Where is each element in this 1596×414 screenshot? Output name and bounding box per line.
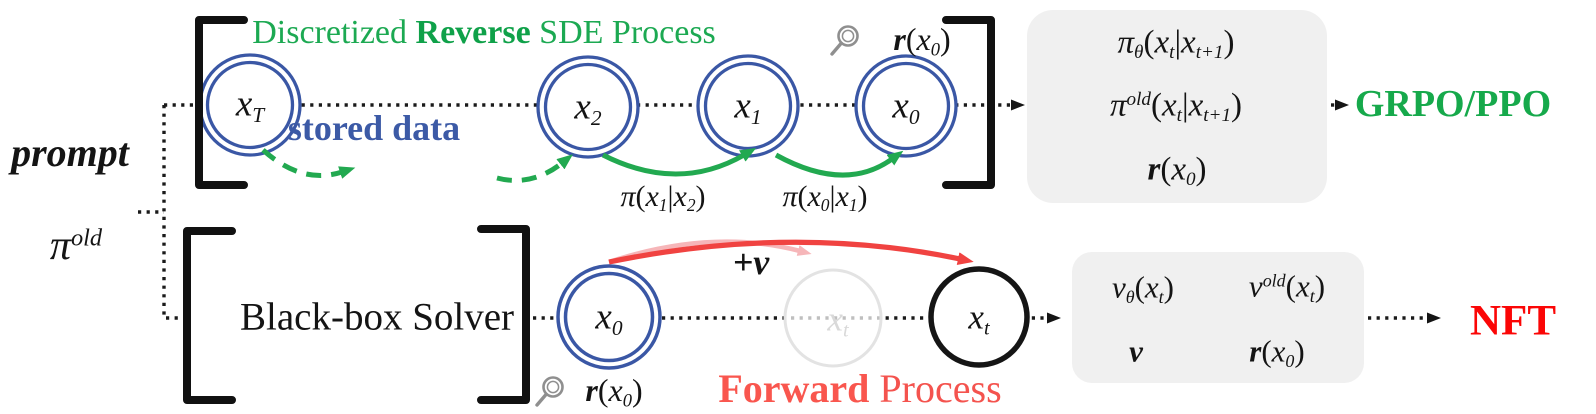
transition-label-pi-x1-x2: π(x1|x2) bbox=[620, 180, 706, 216]
node-xt-ghost-ring bbox=[783, 268, 883, 368]
reverse-step-dashed-arrow-xT bbox=[261, 148, 356, 179]
magnifier-handle bbox=[535, 392, 548, 407]
forward-bold: Forward bbox=[718, 366, 870, 411]
nft-box-reward: r(x0) bbox=[1249, 333, 1305, 371]
node-x1-label: x1 bbox=[734, 85, 762, 129]
node-xT bbox=[198, 53, 302, 157]
title-post: SDE Process bbox=[530, 14, 716, 51]
node-xt-ghost-label: xt bbox=[827, 299, 849, 342]
magnifier-lens bbox=[542, 376, 564, 398]
bracket-bottom-right bbox=[477, 225, 530, 404]
bracket-top-left bbox=[195, 16, 248, 189]
node-x2-outer-ring bbox=[536, 55, 640, 159]
grpo-box-line1: πθ(xt|xt+1) bbox=[1117, 24, 1235, 64]
forward-post: Process bbox=[869, 366, 1002, 411]
forward-noise-arrow bbox=[608, 239, 974, 265]
reverse-process-title: Discretized Reverse SDE Process bbox=[252, 16, 716, 50]
reward-label-top: r(x0) bbox=[893, 21, 951, 61]
nft-box-v: v bbox=[1129, 333, 1143, 369]
node-x0-top-label: x0 bbox=[892, 85, 920, 129]
grpo-inputs-box bbox=[1027, 10, 1327, 203]
reverse-step-dashed-arrow-x2 bbox=[496, 154, 573, 183]
magnifier-lens bbox=[837, 25, 859, 47]
bracket-top-right bbox=[942, 16, 995, 189]
magnifier-handle bbox=[830, 41, 843, 56]
prompt-connector-dotted bbox=[138, 105, 184, 320]
reward-label-bottom: r(x0) bbox=[585, 372, 643, 412]
node-x2 bbox=[536, 55, 640, 159]
node-x0-top bbox=[854, 54, 958, 158]
node-xt-ring bbox=[928, 266, 1030, 368]
node-x0-bottom-inner-ring bbox=[563, 271, 655, 363]
bracket-bottom-left bbox=[183, 227, 236, 404]
nft-box-v-old: vold(xt) bbox=[1248, 268, 1326, 306]
node-x0-top-inner-ring bbox=[861, 61, 951, 151]
node-x2-inner-ring bbox=[543, 62, 633, 152]
node-x0-bottom bbox=[556, 264, 662, 370]
black-box-solver-label: Black-box Solver bbox=[239, 295, 515, 339]
magnifier-icon bbox=[830, 25, 859, 56]
node-x0-bottom-outer-ring bbox=[556, 264, 662, 370]
plus-v-label: +v bbox=[732, 242, 770, 282]
stored-data-label: stored data bbox=[287, 108, 461, 148]
title-bold: Reverse bbox=[415, 14, 531, 51]
grpo-box-line2: πold(xt|xt+1) bbox=[1109, 87, 1243, 127]
grpo-ppo-label: GRPO/PPO bbox=[1354, 83, 1552, 125]
node-x0-bottom-label: x0 bbox=[595, 296, 623, 340]
reverse-transition-arrow-x2-x1 bbox=[601, 148, 757, 177]
grpo-box-line3: r(x0) bbox=[1147, 151, 1207, 191]
magnifier-lens-inner bbox=[841, 29, 855, 43]
node-x2-label: x2 bbox=[574, 86, 602, 130]
pi-old-label: πold bbox=[49, 223, 103, 269]
nft-inputs-box bbox=[1072, 252, 1364, 383]
nft-label: NFT bbox=[1470, 297, 1556, 345]
forward-process-label: Forward Process bbox=[718, 369, 1001, 409]
node-xT-label: xT bbox=[235, 83, 265, 127]
magnifier-icon bbox=[535, 376, 564, 407]
magnifier-lens-inner bbox=[546, 380, 560, 394]
prompt-label: prompt bbox=[11, 130, 129, 175]
node-xT-inner-ring bbox=[205, 60, 295, 150]
reverse-transition-arrow-x1-x0 bbox=[774, 150, 904, 178]
node-xt-label: xt bbox=[968, 297, 990, 340]
node-x0-top-outer-ring bbox=[854, 54, 958, 158]
nft-box-v-theta: vθ(xt) bbox=[1111, 269, 1175, 307]
transition-label-pi-x0-x1: π(x0|x1) bbox=[782, 180, 868, 216]
title-pre: Discretized bbox=[252, 14, 416, 51]
node-x1 bbox=[696, 54, 800, 158]
